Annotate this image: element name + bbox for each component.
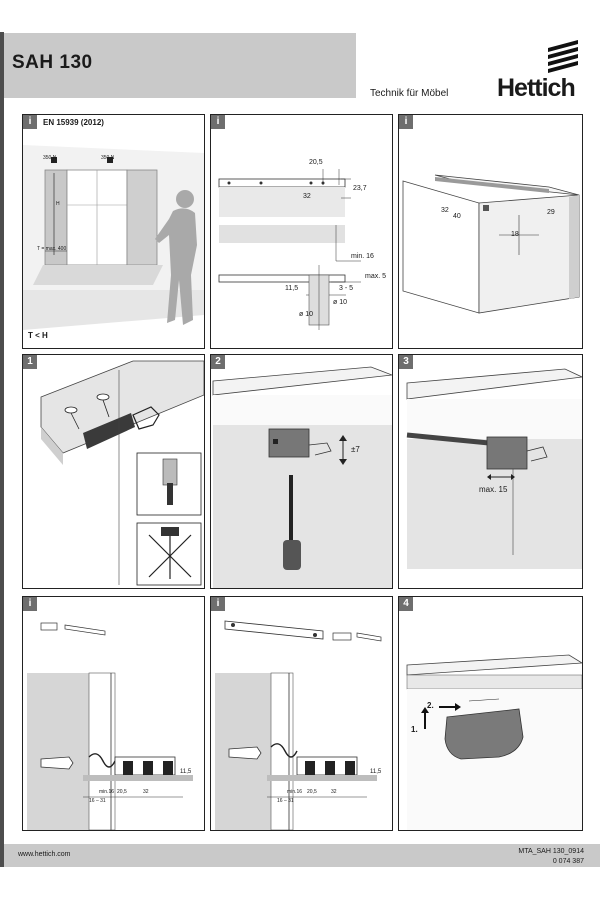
cover-cap-illustration xyxy=(406,654,582,830)
step-label-2: 2. xyxy=(427,701,434,710)
panel-badge: i xyxy=(23,115,37,129)
panel-info-cabinet: i 32 40 29 18 xyxy=(398,114,583,349)
dim-32: 32 xyxy=(331,789,337,795)
dim-11-5: 11,5 xyxy=(285,285,299,292)
cabinet-rail-illustration xyxy=(402,174,580,314)
dim-dia-10-right: ø 10 xyxy=(333,299,348,306)
dim-23-7: 23,7 xyxy=(353,185,367,192)
height-adjust-illustration xyxy=(212,366,392,588)
dim-16-31: 16 – 31 xyxy=(277,798,294,804)
standard-label: EN 15939 (2012) xyxy=(43,118,104,127)
panel-badge: i xyxy=(211,597,225,611)
dim-dia-10-left: ø 10 xyxy=(299,311,314,318)
panel-badge: i xyxy=(23,597,37,611)
max-depth-label: max. 15 xyxy=(479,485,508,494)
page-title: SAH 130 xyxy=(12,52,93,73)
dim-max-5: max. 5 xyxy=(365,273,387,280)
depth-rule-label: T < H xyxy=(28,331,48,340)
dim-16-31: 16 – 31 xyxy=(89,798,106,804)
dim-32: 32 xyxy=(303,193,311,200)
dim-20-5: 20,5 xyxy=(117,789,127,795)
adjust-range-label: ±7 xyxy=(351,445,360,454)
dim-29: 29 xyxy=(547,209,555,216)
brand-name: Hettich xyxy=(497,74,576,102)
load-label-right: 350 N xyxy=(101,155,115,161)
dim-20-5: 20,5 xyxy=(309,159,323,166)
dim-18: 18 xyxy=(511,231,519,238)
load-label-left: 350 N xyxy=(43,155,57,161)
panel-info-wall-fixing: i 11,5 min.16 20,5 32 16 – 31 xyxy=(22,596,205,831)
rail-fixing-illustration xyxy=(215,620,382,830)
mounting-step-illustration xyxy=(40,360,204,586)
dim-11-5: 11,5 xyxy=(370,769,382,775)
dim-20-5: 20,5 xyxy=(307,789,317,795)
footer-url[interactable]: www.hettich.com xyxy=(18,851,71,858)
dim-32: 32 xyxy=(143,789,149,795)
wall-fixing-illustration xyxy=(27,622,193,830)
dim-min-16: min.16 xyxy=(99,789,115,795)
dim-11-5: 11,5 xyxy=(180,769,192,775)
dim-min-16: min. 16 xyxy=(351,253,374,260)
dim-3-5: 3 - 5 xyxy=(339,285,354,292)
tagline: Technik für Möbel xyxy=(370,88,449,99)
panel-step-2: 2 ±7 xyxy=(210,354,393,589)
panel-badge: i xyxy=(399,115,413,129)
panel-step-4: 4 2. 1. xyxy=(398,596,583,831)
height-label: H xyxy=(56,201,60,207)
dim-32: 32 xyxy=(441,207,449,214)
logo-mark-icon xyxy=(548,40,578,73)
panel-badge: 4 xyxy=(399,597,413,611)
footer-document-code: MTA_SAH 130_0914 0 074 387 xyxy=(518,847,584,867)
cabinet-load-illustration xyxy=(23,145,204,330)
footer-bar xyxy=(4,844,600,867)
panel-step-1: 1 xyxy=(22,354,205,589)
panel-info-standard: i EN 15939 (2012) 350 N 350 N H T = max.… xyxy=(22,114,205,349)
title-bar xyxy=(4,33,356,98)
left-edge-bar xyxy=(0,32,4,867)
depth-label: T = max. 400 xyxy=(37,246,67,252)
rail-dimension-drawing xyxy=(218,169,361,330)
panel-info-rail-fixing: i 11,5 min.16 20,5 32 16 – 31 xyxy=(210,596,393,831)
document-code: MTA_SAH 130_0914 xyxy=(518,848,584,855)
depth-adjust-illustration xyxy=(406,368,582,569)
document-number: 0 074 387 xyxy=(552,858,584,865)
dim-min-16: min.16 xyxy=(287,789,303,795)
step-label-1: 1. xyxy=(411,725,418,734)
panel-badge: 3 xyxy=(399,355,413,369)
panel-badge: i xyxy=(211,115,225,129)
panel-badge: 2 xyxy=(211,355,225,369)
panel-step-3: 3 max. 15 xyxy=(398,354,583,589)
dim-40: 40 xyxy=(453,213,461,220)
panel-badge: 1 xyxy=(23,355,37,369)
panel-info-dimensions: i 20,5 23,7 32 min. 16 max. 5 11,5 3 - 5… xyxy=(210,114,393,349)
